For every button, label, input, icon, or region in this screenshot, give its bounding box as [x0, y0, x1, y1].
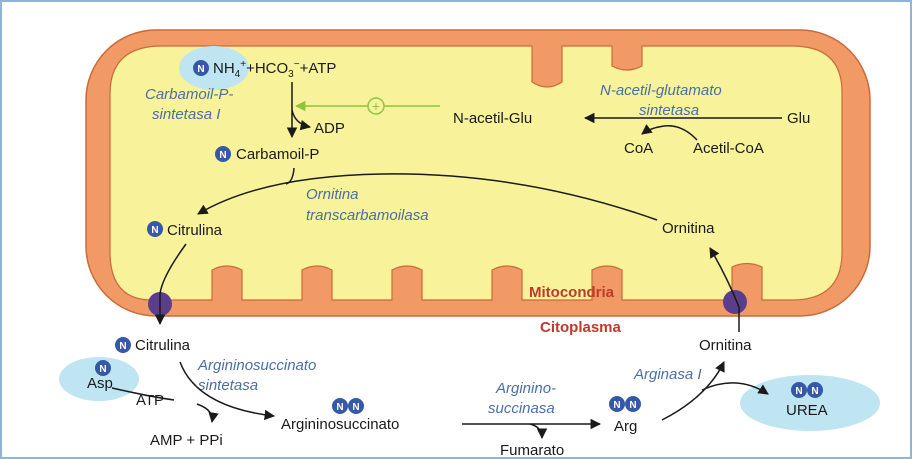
urea-label: UREA	[786, 402, 828, 419]
arg-label: Arg	[614, 418, 637, 435]
label-cytoplasm: Citoplasma	[540, 319, 622, 336]
n-badge-icon: N	[215, 146, 231, 162]
arrow-fumarate-out	[530, 424, 542, 438]
n-badge-icon: N	[332, 398, 348, 414]
argininosuccinate-label: Argininosuccinato	[281, 416, 399, 433]
enzyme-asl-line2: succinasa	[488, 400, 555, 417]
n-badge-icon: N	[147, 221, 163, 237]
n-badge-icon: N	[348, 398, 364, 414]
glu-label: Glu	[787, 110, 810, 127]
n-badge-icon: N	[115, 337, 131, 353]
enzyme-arginase: Arginasa I	[633, 366, 702, 383]
asp-label: Asp	[87, 375, 113, 392]
fumarate-label: Fumarato	[500, 442, 564, 457]
enzyme-nags-line1: N-acetil-glutamato	[600, 82, 722, 99]
substrates-label: NH4++HCO3−+ATP	[213, 59, 336, 80]
ornithine-transporter	[723, 290, 747, 314]
n-badge-icon: N	[791, 382, 807, 398]
enzyme-nags-line2: sintetasa	[639, 102, 699, 119]
svg-text:N: N	[613, 400, 620, 411]
acetyl-coa-label: Acetil-CoA	[693, 140, 764, 157]
enzyme-cps1-line1: Carbamoil-P-	[145, 86, 233, 103]
ornithine-mito-label: Ornitina	[662, 220, 715, 237]
enzyme-ass-line1: Argininosuccinato	[197, 357, 316, 374]
label-mitochondria: Mitocondria	[529, 284, 615, 301]
coa-label: CoA	[624, 140, 653, 157]
svg-text:N: N	[99, 364, 106, 375]
n-badge-icon: N	[625, 396, 641, 412]
svg-text:+: +	[372, 98, 380, 114]
svg-text:N: N	[811, 386, 818, 397]
n-acetyl-glu-label: N-acetil-Glu	[453, 110, 532, 127]
ornithine-cyto-label: Ornitina	[699, 337, 752, 354]
enzyme-cps1-line2: sintetasa I	[152, 106, 220, 123]
svg-text:N: N	[151, 225, 158, 236]
n-badge-icon: N	[95, 360, 111, 376]
enzyme-otc-line2: transcarbamoilasa	[306, 207, 429, 224]
enzyme-ass-line2: sintetasa	[198, 377, 258, 394]
svg-text:N: N	[629, 400, 636, 411]
activation-plus-icon: +	[368, 98, 384, 114]
svg-text:N: N	[352, 402, 359, 413]
svg-text:N: N	[336, 402, 343, 413]
svg-text:N: N	[119, 341, 126, 352]
svg-text:N: N	[219, 150, 226, 161]
amp-ppi-label: AMP + PPi	[150, 432, 223, 449]
enzyme-asl-line1: Arginino-	[495, 380, 556, 397]
carbamoyl-p-label: Carbamoil-P	[236, 146, 319, 163]
n-badge-icon: N	[807, 382, 823, 398]
enzyme-otc-line1: Ornitina	[306, 186, 359, 203]
svg-text:N: N	[197, 64, 204, 75]
n-badge-icon: N	[193, 60, 209, 76]
n-badge-icon: N	[609, 396, 625, 412]
adp-label: ADP	[314, 120, 345, 137]
svg-text:N: N	[795, 386, 802, 397]
citrulline-cyto-label: Citrulina	[135, 337, 191, 354]
arrow-amp-out	[197, 404, 212, 422]
citrulline-mito-label: Citrulina	[167, 222, 223, 239]
